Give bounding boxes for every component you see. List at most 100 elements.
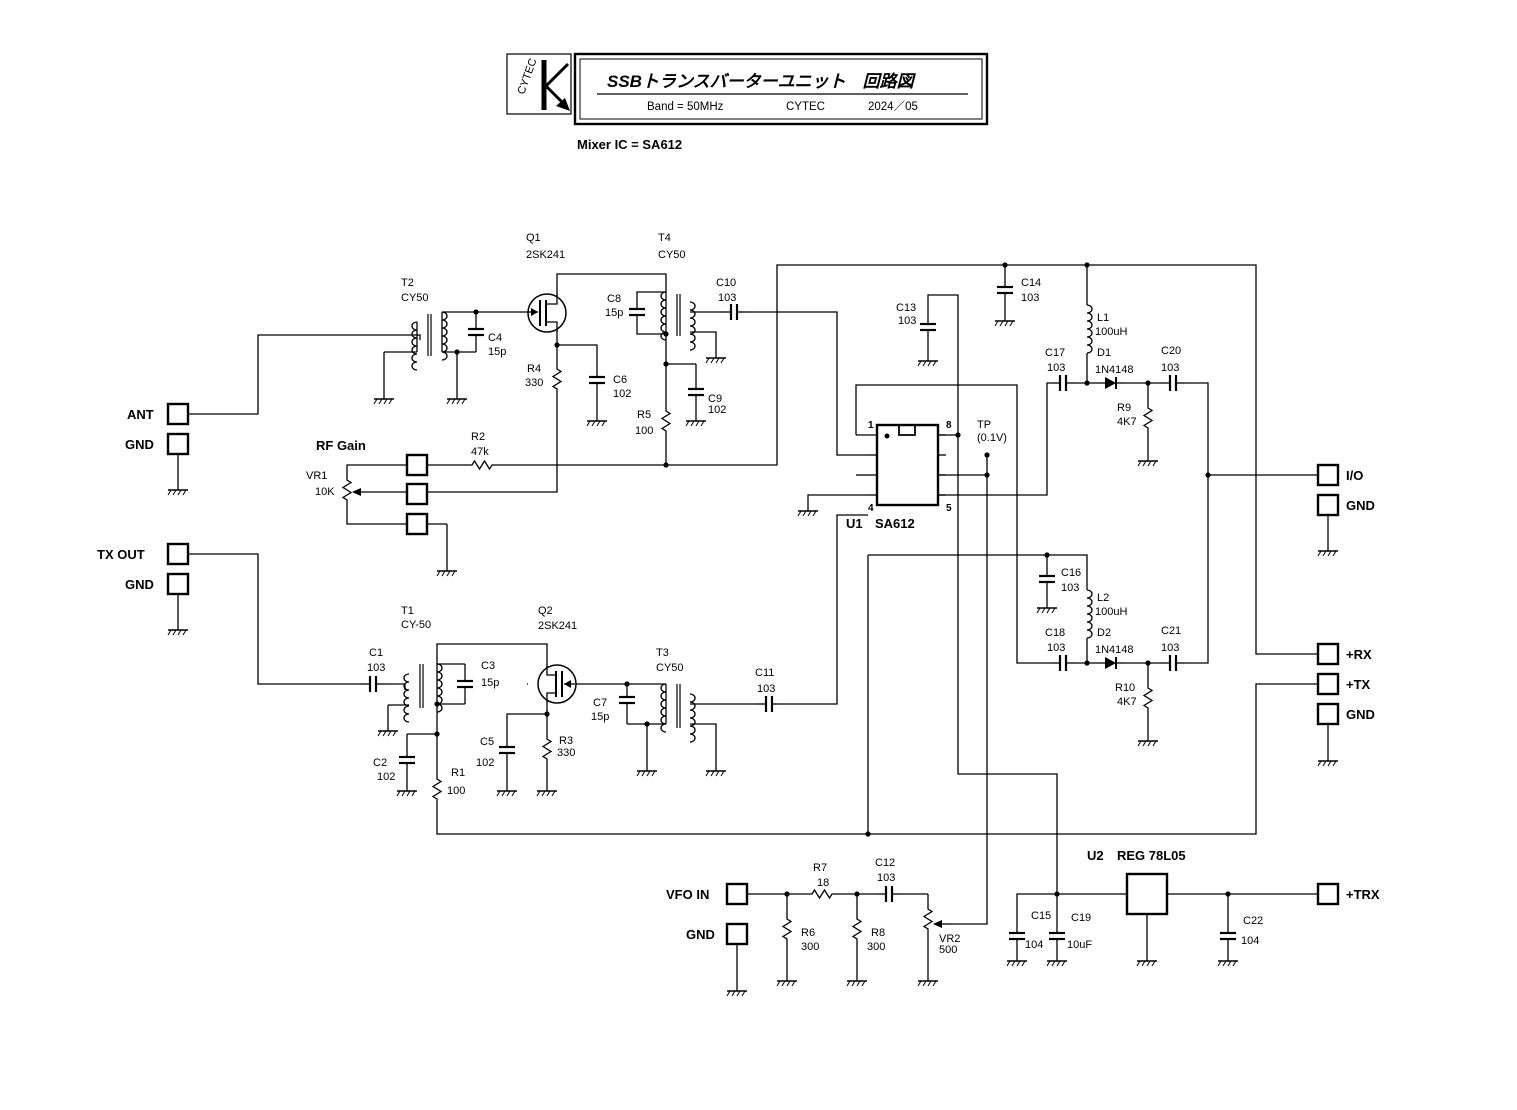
part-ref: C17 [1045,347,1065,359]
ground-icon [917,354,939,367]
ground-icon [726,984,748,997]
terminal-vfo-in[interactable] [725,882,749,906]
part-ref: R5 [637,409,651,421]
part-value: 102 [377,771,395,783]
part-ref: C20 [1161,345,1181,357]
ic-pin-number: 4 [868,503,874,514]
gnd-label: GND [1346,707,1375,722]
io-label: I/O [1346,468,1363,483]
capacitor-c2 [397,746,417,774]
ground-icon [705,764,727,777]
gnd-label: GND [686,927,715,942]
part-value: 102 [476,757,494,769]
fet-q1 [527,293,567,333]
part-value: 300 [801,941,819,953]
capacitor-c3 [455,670,475,698]
terminal-rf-gain-1[interactable] [405,453,429,477]
part-ref: U1 [846,516,863,531]
terminal-tx[interactable] [1316,672,1340,696]
diode-d2 [1096,656,1126,670]
part-value: 103 [1021,292,1039,304]
part-labels: T2 CY50 Q1 2SK241 T4 CY50 C4 15p C8 15p … [306,232,1263,956]
ground-icon [776,974,798,987]
terminal-tx-out[interactable] [166,542,190,566]
ground-icon [536,784,558,797]
part-value: 103 [1047,362,1065,374]
part-value: 330 [557,747,575,759]
terminal-trx[interactable] [1316,882,1340,906]
part-ref: C6 [613,374,627,386]
capacitor-c12 [875,884,903,904]
part-value: 1N4148 [1095,644,1134,656]
part-ref: C21 [1161,625,1181,637]
tx-out-label: TX OUT [97,547,145,562]
potentiometer-vr2 [923,903,951,944]
part-ref: C2 [373,757,387,769]
terminal-gnd[interactable] [725,922,749,946]
ground-icon [396,784,418,797]
terminal-gnd[interactable] [1316,702,1340,726]
part-value: 10K [315,486,335,498]
terminal-ant[interactable] [166,402,190,426]
terminal-gnd[interactable] [1316,493,1340,517]
part-ref: C15 [1031,910,1051,922]
part-value: CY50 [401,292,429,304]
capacitor-c16 [1037,565,1057,593]
terminal-rf-gain-3[interactable] [405,512,429,536]
ground-icon [377,724,399,737]
terminal-rf-gain-2[interactable] [405,482,429,506]
capacitor-c4 [466,318,486,346]
resistor-r1 [432,773,442,805]
part-ref: D2 [1097,627,1111,639]
capacitor-c15 [1007,922,1027,950]
part-value: 102 [708,404,726,416]
gnd-label: GND [125,577,154,592]
ground-icon [1046,954,1068,967]
part-ref: L1 [1097,312,1109,324]
part-ref: R7 [813,862,827,874]
part-value: 2SK241 [538,620,577,632]
part-value: 100 [635,425,653,437]
ground-icon [705,351,727,364]
part-value: 104 [1025,939,1043,951]
part-value: 2SK241 [526,249,565,261]
terminal-io[interactable] [1316,463,1340,487]
capacitor-c22 [1218,922,1238,950]
ground-icon [917,974,939,987]
ground-icon [446,392,468,405]
terminal-gnd[interactable] [166,572,190,596]
transformer-t2 [411,311,448,371]
inductor-l2 [1086,589,1093,639]
ground-icon [1137,734,1159,747]
ground-icon [1217,954,1239,967]
part-ref: R3 [559,735,573,747]
ground-icon [636,764,658,777]
resistor-r4 [552,363,562,395]
part-ref: R1 [451,767,465,779]
part-value: 4K7 [1117,416,1137,428]
capacitor-c8 [627,298,647,326]
capacitor-c6 [587,366,607,394]
ground-icon [685,414,707,427]
ground-icon [1317,544,1339,557]
terminal-gnd[interactable] [166,432,190,456]
part-value: 103 [1161,642,1179,654]
terminal-rx[interactable] [1316,642,1340,666]
part-value: 500 [939,944,957,956]
part-ref: R6 [801,927,815,939]
ground-icon [1006,954,1028,967]
vfo-in-label: VFO IN [666,887,709,902]
resistor-r5 [661,405,671,437]
capacitor-c10 [720,302,748,322]
part-value: 100 [447,785,465,797]
ground-icon [436,564,458,577]
part-ref: C4 [488,332,502,344]
part-value: 103 [757,683,775,695]
part-ref: C13 [896,302,916,314]
part-ref: C3 [481,660,495,672]
part-ref: R4 [527,363,541,375]
part-value: 4K7 [1117,696,1137,708]
capacitor-c20 [1159,373,1187,393]
part-value: 103 [877,872,895,884]
